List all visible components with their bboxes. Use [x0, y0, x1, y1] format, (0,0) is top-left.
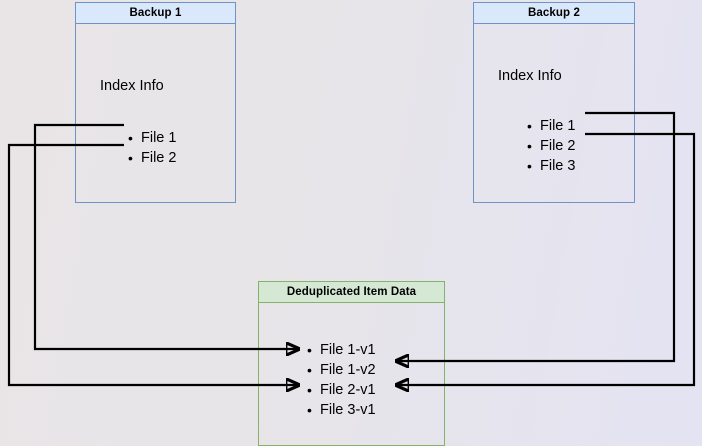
list-item[interactable]: File 3-v1	[307, 400, 376, 420]
dedup-file-list: File 1-v1 File 1-v2 File 2-v1 File 3-v1	[307, 340, 376, 420]
backup-1-index-info-label: Index Info	[100, 78, 164, 94]
list-item[interactable]: File 1-v1	[307, 340, 376, 360]
list-item[interactable]: File 1	[527, 116, 575, 136]
node-deduplicated-item-data-body: File 1-v1 File 1-v2 File 2-v1 File 3-v1	[258, 303, 445, 446]
node-backup-1[interactable]: Backup 1 Index Info File 1 File 2	[75, 2, 236, 203]
list-item[interactable]: File 2	[128, 148, 176, 168]
node-backup-1-body: Index Info File 1 File 2	[75, 24, 236, 203]
list-item[interactable]: File 1	[128, 128, 176, 148]
backup-2-index-info-label: Index Info	[498, 68, 562, 84]
list-item[interactable]: File 3	[527, 156, 575, 176]
list-item[interactable]: File 1-v2	[307, 360, 376, 380]
node-deduplicated-item-data[interactable]: Deduplicated Item Data File 1-v1 File 1-…	[258, 281, 445, 446]
node-backup-2-title: Backup 2	[473, 2, 635, 24]
list-item[interactable]: File 2	[527, 136, 575, 156]
node-backup-2-body: Index Info File 1 File 2 File 3	[473, 24, 635, 203]
node-deduplicated-item-data-title: Deduplicated Item Data	[258, 281, 445, 303]
backup-1-file-list: File 1 File 2	[128, 128, 176, 168]
backup-2-file-list: File 1 File 2 File 3	[527, 116, 575, 176]
node-backup-2[interactable]: Backup 2 Index Info File 1 File 2 File 3	[473, 2, 635, 203]
list-item[interactable]: File 2-v1	[307, 380, 376, 400]
node-backup-1-title: Backup 1	[75, 2, 236, 24]
